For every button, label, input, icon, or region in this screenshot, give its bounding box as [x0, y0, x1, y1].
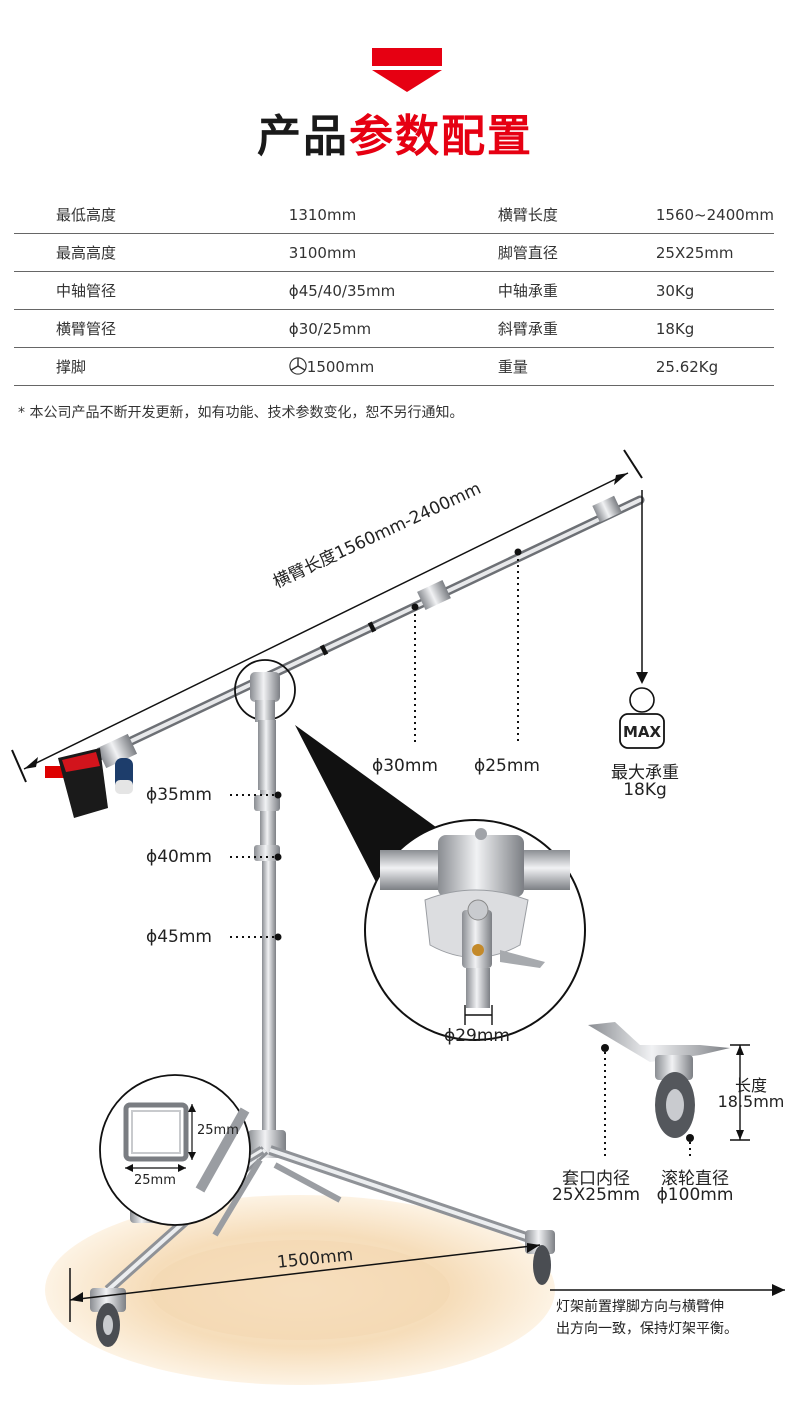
- center-pole: [248, 720, 286, 1158]
- tip-line-1: 灯架前置撑脚方向与横臂伸: [556, 1299, 724, 1315]
- socket-label: 套口内径: [562, 1169, 630, 1189]
- boom-arm: [65, 495, 645, 775]
- table-row: 最低高度 1310mm 横臂长度 1560~2400mm: [14, 196, 774, 234]
- disclaimer-note: * 本公司产品不断开发更新，如有功能、技术参数变化，恕不另行通知。: [18, 405, 464, 421]
- spec-key: 最低高度: [14, 196, 277, 234]
- header: 产品参数配置: [0, 0, 790, 170]
- spec-key: 中轴管径: [14, 271, 277, 310]
- max-load-label: 最大承重: [611, 763, 679, 783]
- spec-value: ϕ45/40/35mm: [276, 271, 490, 310]
- spec-value: 1310mm: [276, 196, 490, 234]
- pole-diameter-2: ϕ40mm: [146, 847, 212, 867]
- leg-height-label: 25mm: [197, 1123, 239, 1138]
- title-part-2: 参数配置: [349, 111, 533, 162]
- spec-key: 最高高度: [14, 233, 277, 272]
- sandbag: [45, 748, 133, 818]
- spec-key: 中轴承重: [489, 271, 648, 310]
- boom-dimension: [11, 449, 643, 783]
- spec-key: 撑脚: [14, 347, 277, 386]
- tip-line-2: 出方向一致，保持灯架平衡。: [556, 1321, 738, 1337]
- spec-key: 横臂长度: [489, 196, 648, 234]
- caster-detail: [588, 1022, 750, 1160]
- wheel-label: 滚轮直径: [661, 1169, 729, 1189]
- spec-value-with-icon: 1500mm: [276, 347, 490, 386]
- tripod-triangle-icon: [289, 357, 307, 375]
- caster-length-value: 18.5mm: [717, 1092, 785, 1111]
- table-row: 最高高度 3100mm 脚管直径 25X25mm: [14, 233, 774, 272]
- spec-key: 横臂管径: [14, 309, 277, 348]
- table-row: 中轴管径 ϕ45/40/35mm 中轴承重 30Kg: [14, 271, 774, 310]
- spec-key: 斜臂承重: [489, 309, 648, 348]
- spec-table: 最低高度 1310mm 横臂长度 1560~2400mm 最高高度 3100mm…: [14, 196, 774, 386]
- boom-diameter-2: ϕ25mm: [474, 756, 540, 776]
- title-part-1: 产品: [257, 111, 349, 162]
- spec-value: 25X25mm: [647, 233, 774, 272]
- page-title: 产品参数配置: [0, 100, 790, 164]
- spec-value: 18Kg: [647, 309, 774, 348]
- spec-value: 30Kg: [647, 271, 774, 310]
- spec-value: ϕ30/25mm: [276, 309, 490, 348]
- max-load-indicator: [619, 490, 665, 749]
- pole-diameter-3: ϕ45mm: [146, 927, 212, 947]
- red-chevron-icon: [372, 48, 442, 92]
- spec-key: 重量: [489, 347, 648, 386]
- spec-value: 1560~2400mm: [647, 196, 774, 234]
- pole-diameter-1: ϕ35mm: [146, 785, 212, 805]
- spec-value: 25.62Kg: [647, 347, 774, 386]
- joint-diameter: ϕ29mm: [444, 1026, 510, 1046]
- product-diagram: 横臂长度1560mm-2400mm ϕ30mm ϕ25mm MAX 最大承重 1…: [0, 430, 790, 1416]
- table-row: 撑脚 1500mm 重量 25.62Kg: [14, 347, 774, 386]
- spec-key: 脚管直径: [489, 233, 648, 272]
- boom-stand-illustration: [11, 449, 785, 1385]
- wheel-value: ϕ100mm: [656, 1185, 734, 1205]
- spec-value: 3100mm: [276, 233, 490, 272]
- joint-head: [250, 672, 280, 722]
- boom-diameter-1: ϕ30mm: [372, 756, 438, 776]
- max-load-value: 18Kg: [623, 780, 667, 800]
- caster-length-label: 长度: [734, 1076, 767, 1095]
- max-badge: MAX: [623, 723, 662, 741]
- socket-value: 25X25mm: [551, 1185, 641, 1205]
- spec-value: 1500mm: [306, 358, 375, 376]
- table-row: 横臂管径 ϕ30/25mm 斜臂承重 18Kg: [14, 309, 774, 348]
- leg-width-label: 25mm: [134, 1173, 176, 1188]
